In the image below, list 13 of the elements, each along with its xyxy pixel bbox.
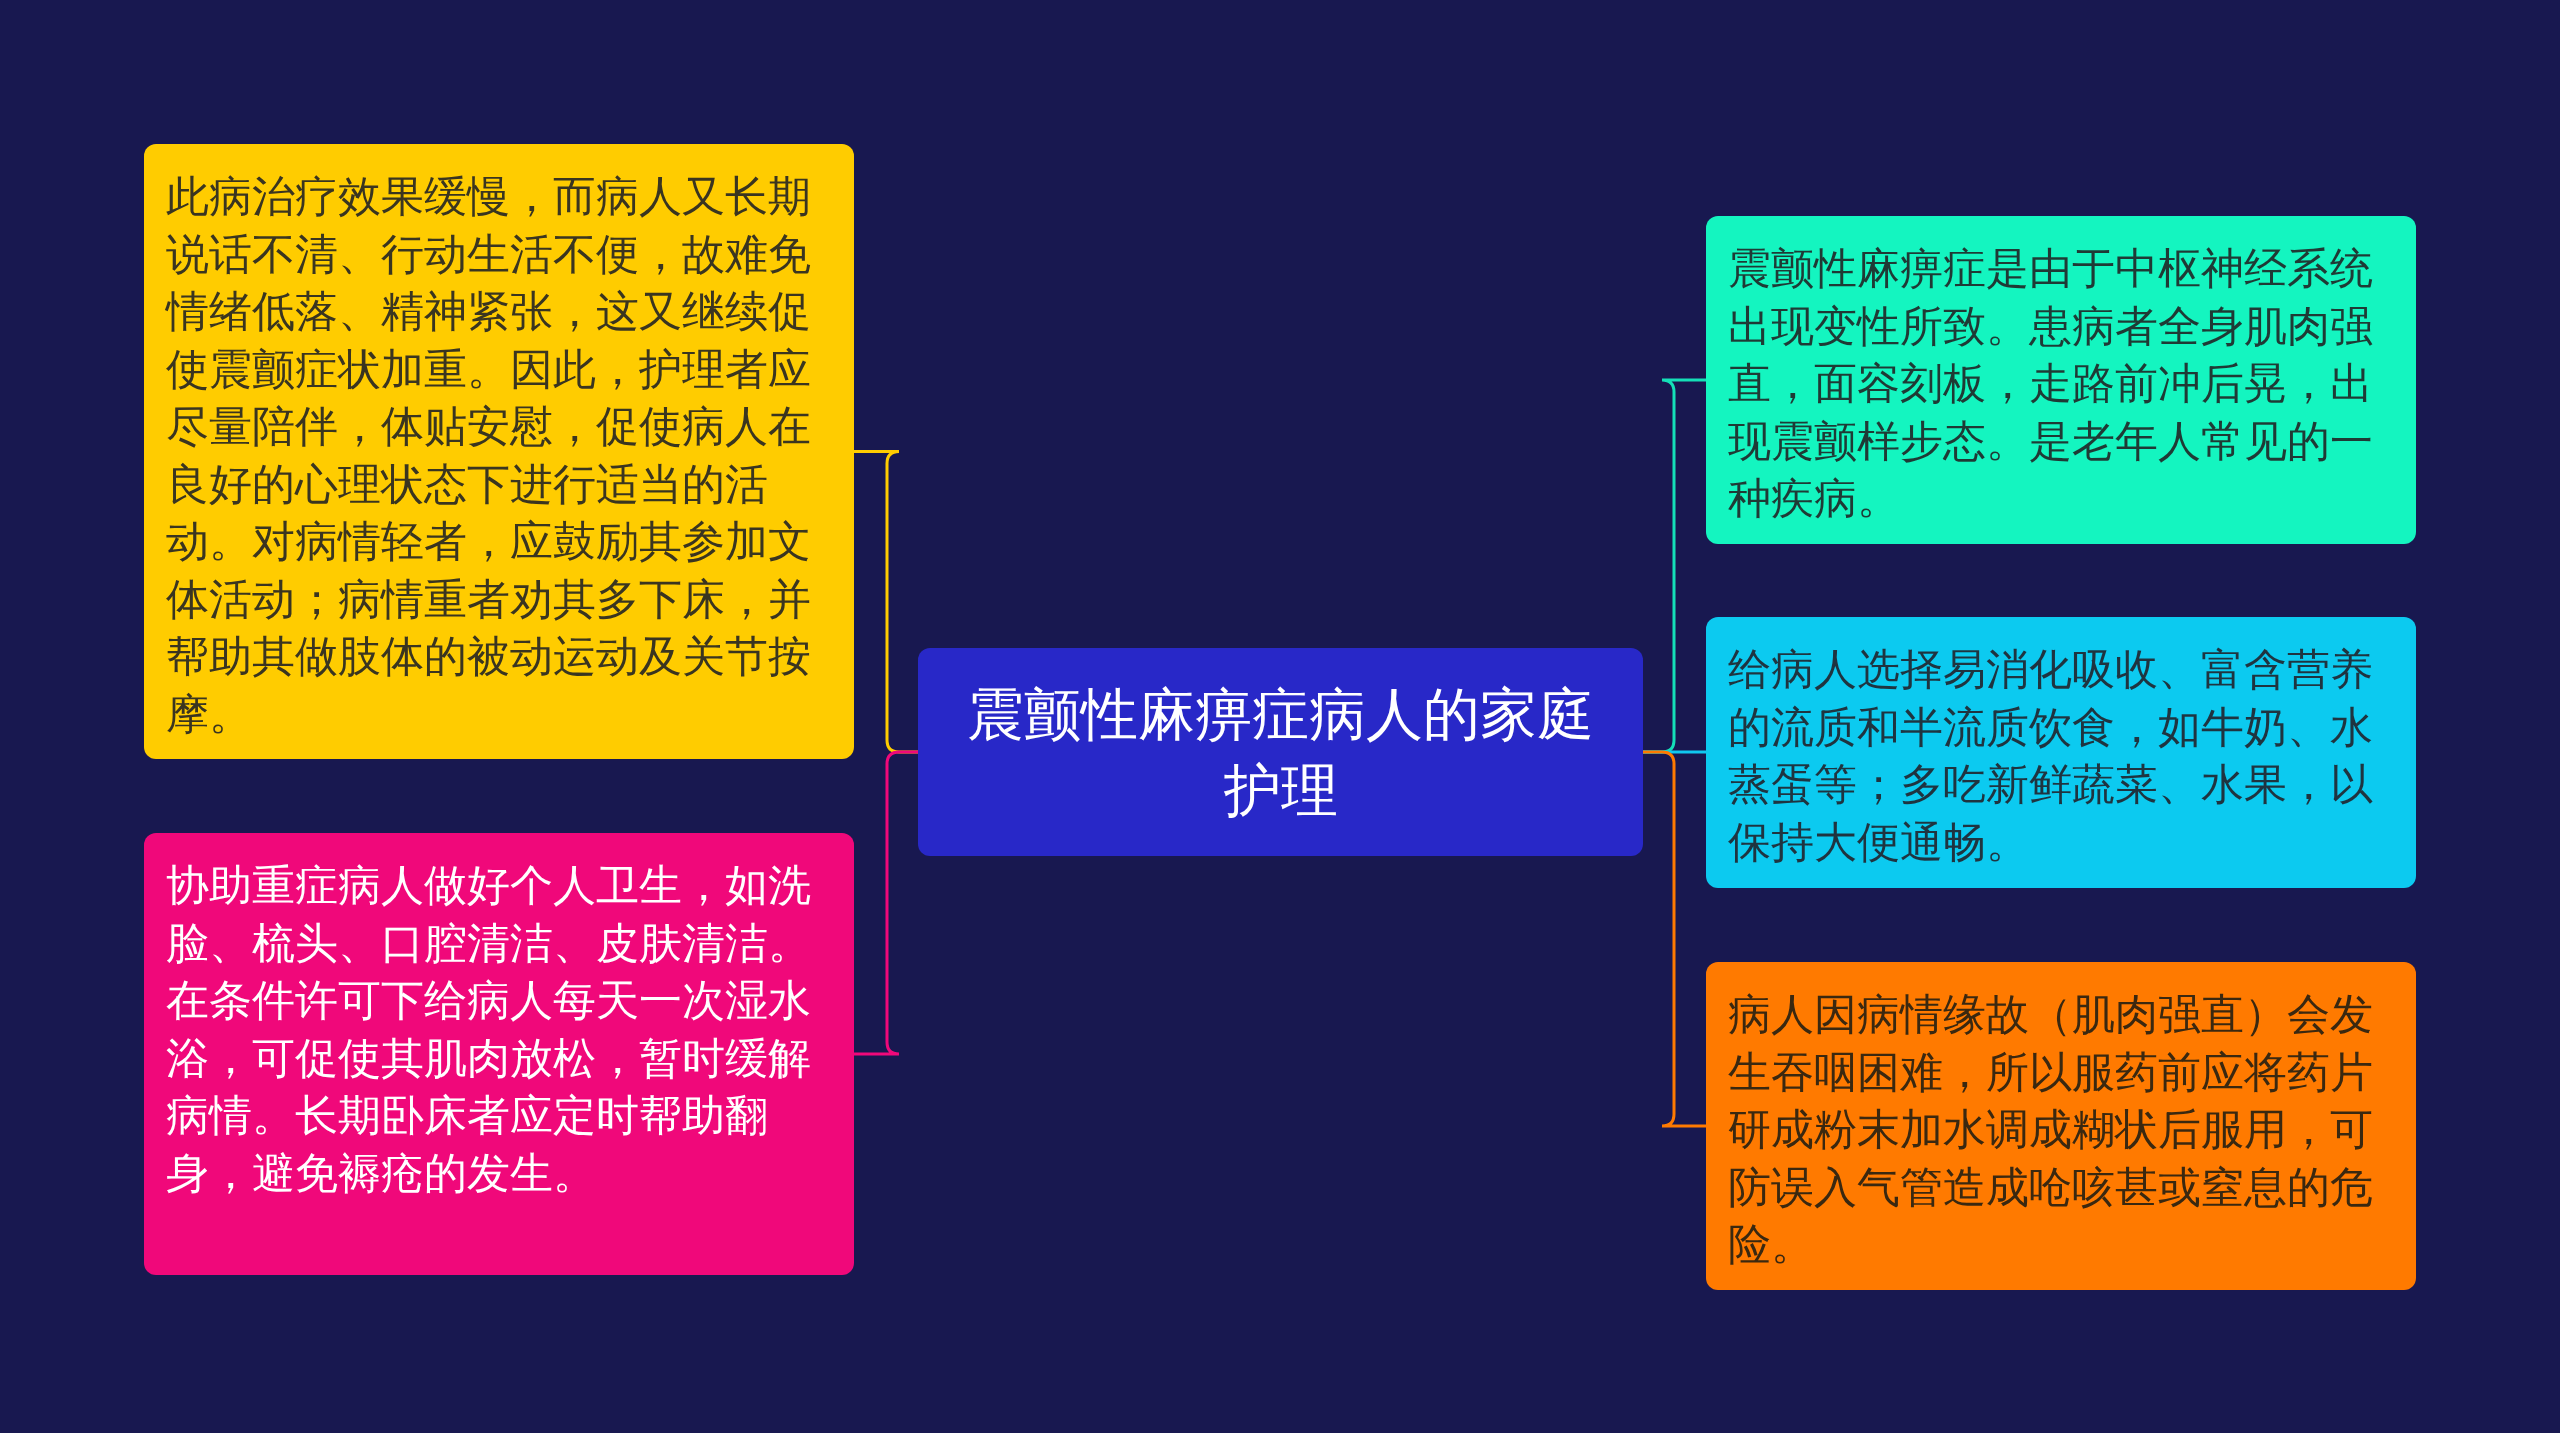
- note-box: [144, 833, 854, 1275]
- note-text: 给病人选择易消化吸收、富含营养的流质和半流质饮食，如牛奶、水蒸蛋等；多吃新鲜蔬菜、水果，以保持大便通畅。: [1728, 643, 2374, 869]
- note-text: 震颤性麻痹症是由于中枢神经系统出现变性所致。患病者全身肌肉强直，面容刻板，走路前冲后晃，出现震颤样步态。是老年人常见的一种疾病。: [1728, 242, 2374, 525]
- note-box: [1706, 617, 2416, 888]
- note-box: [144, 144, 854, 759]
- note-box: [1706, 962, 2416, 1290]
- note-box: [1706, 216, 2416, 544]
- note-text: 此病治疗效果缓慢，而病人又长期说话不清、行动生活不便，故难免情绪低落、精神紧张，这又继续促使震颤症状加重。因此，护理者应尽量陪伴，体贴安慰，促使病人在良好的心理状态下进行适当的活动。对病情轻者，应鼓励其参加文体活动；病情重者劝其多下床，并帮助其做肢体的被动运动及关节按摩。: [166, 170, 812, 741]
- topic-text: 震颤性麻痹症病人的家庭护理: [966, 680, 1595, 825]
- topic-box: [918, 648, 1643, 856]
- note-text: 病人因病情缘故（肌肉强直）会发生吞咽困难，所以服药前应将药片研成粉末加水调成糊状后服用，可防误入气管造成呛咳甚或窒息的危险。: [1728, 988, 2374, 1271]
- note-text: 协助重症病人做好个人卫生，如洗脸、梳头、口腔清洁、皮肤清洁。在条件许可下给病人每天一次湿水浴，可促使其肌肉放松，暂时缓解病情。长期卧床者应定时帮助翻身，避免褥疮的发生。: [166, 859, 812, 1200]
- connector-line: [854, 750, 918, 1056]
